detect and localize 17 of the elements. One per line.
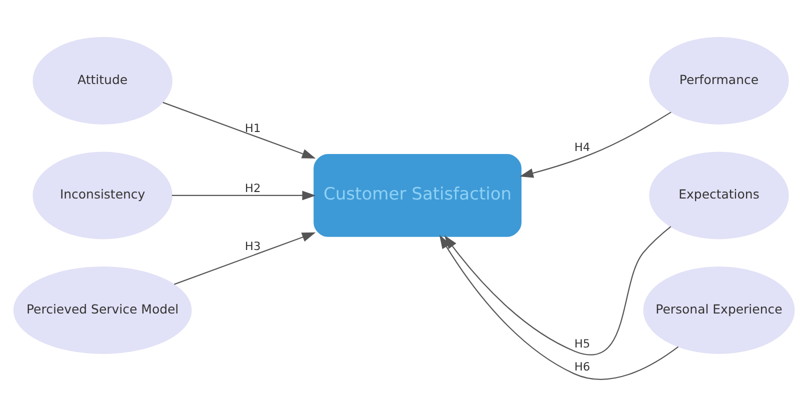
node-ellipse: Percieved Service Model	[13, 266, 192, 354]
arrow	[172, 190, 316, 200]
edge-label: H4	[574, 140, 590, 154]
node-ellipse: Performance	[649, 36, 789, 124]
node-ellipse: Expectations	[649, 151, 789, 239]
arrow	[162, 101, 316, 158]
edge-label: H2	[244, 180, 261, 195]
edge-label: H6	[574, 358, 590, 373]
arrow	[520, 111, 672, 178]
edge-label: H1	[244, 120, 261, 134]
arrow	[174, 232, 316, 284]
node-box: Customer Satisfaction	[314, 153, 522, 236]
node-ellipse: Personal Experience	[643, 266, 795, 354]
node-ellipse: Inconsistency	[32, 151, 172, 239]
edge-label: H3	[244, 238, 261, 252]
edge-label: H5	[574, 336, 590, 350]
node-ellipse: Attitude	[32, 36, 172, 124]
